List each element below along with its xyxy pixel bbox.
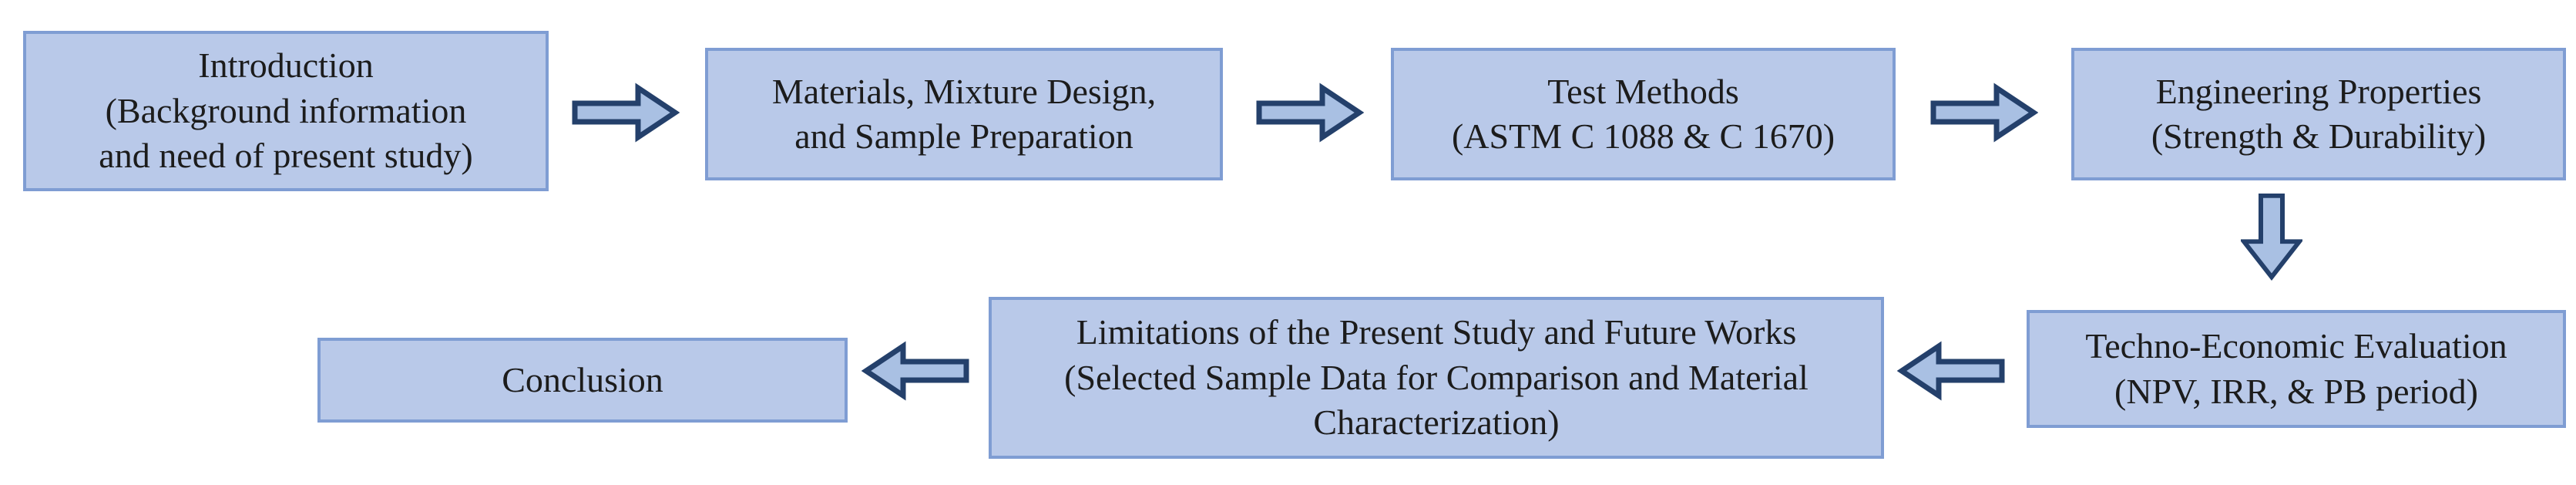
node-conclusion: Conclusion <box>317 338 848 423</box>
arrow-right-icon <box>572 83 680 143</box>
node-engineering-properties-label: Engineering Properties (Strength & Durab… <box>2151 71 2487 156</box>
arrow-left-icon <box>1897 341 2005 401</box>
node-engineering-properties: Engineering Properties (Strength & Durab… <box>2071 48 2566 180</box>
node-materials-label: Materials, Mixture Design, and Sample Pr… <box>771 71 1157 156</box>
node-conclusion-label: Conclusion <box>502 359 663 399</box>
node-introduction: Introduction (Background information and… <box>23 31 549 191</box>
arrow-down-icon <box>2241 193 2302 281</box>
node-test-methods-label: Test Methods (ASTM C 1088 & C 1670) <box>1451 71 1835 156</box>
node-introduction-label: Introduction (Background information and… <box>99 45 473 176</box>
arrow-left-icon <box>861 341 969 401</box>
arrow-right-icon <box>1256 83 1364 143</box>
node-limitations-label: Limitations of the Present Study and Fut… <box>1064 312 1809 443</box>
node-techno-economic: Techno-Economic Evaluation (NPV, IRR, & … <box>2027 310 2566 428</box>
arrow-right-icon <box>1930 83 2038 143</box>
node-techno-economic-label: Techno-Economic Evaluation (NPV, IRR, & … <box>2085 326 2507 411</box>
node-test-methods: Test Methods (ASTM C 1088 & C 1670) <box>1391 48 1896 180</box>
node-materials: Materials, Mixture Design, and Sample Pr… <box>705 48 1223 180</box>
node-limitations: Limitations of the Present Study and Fut… <box>989 297 1884 459</box>
